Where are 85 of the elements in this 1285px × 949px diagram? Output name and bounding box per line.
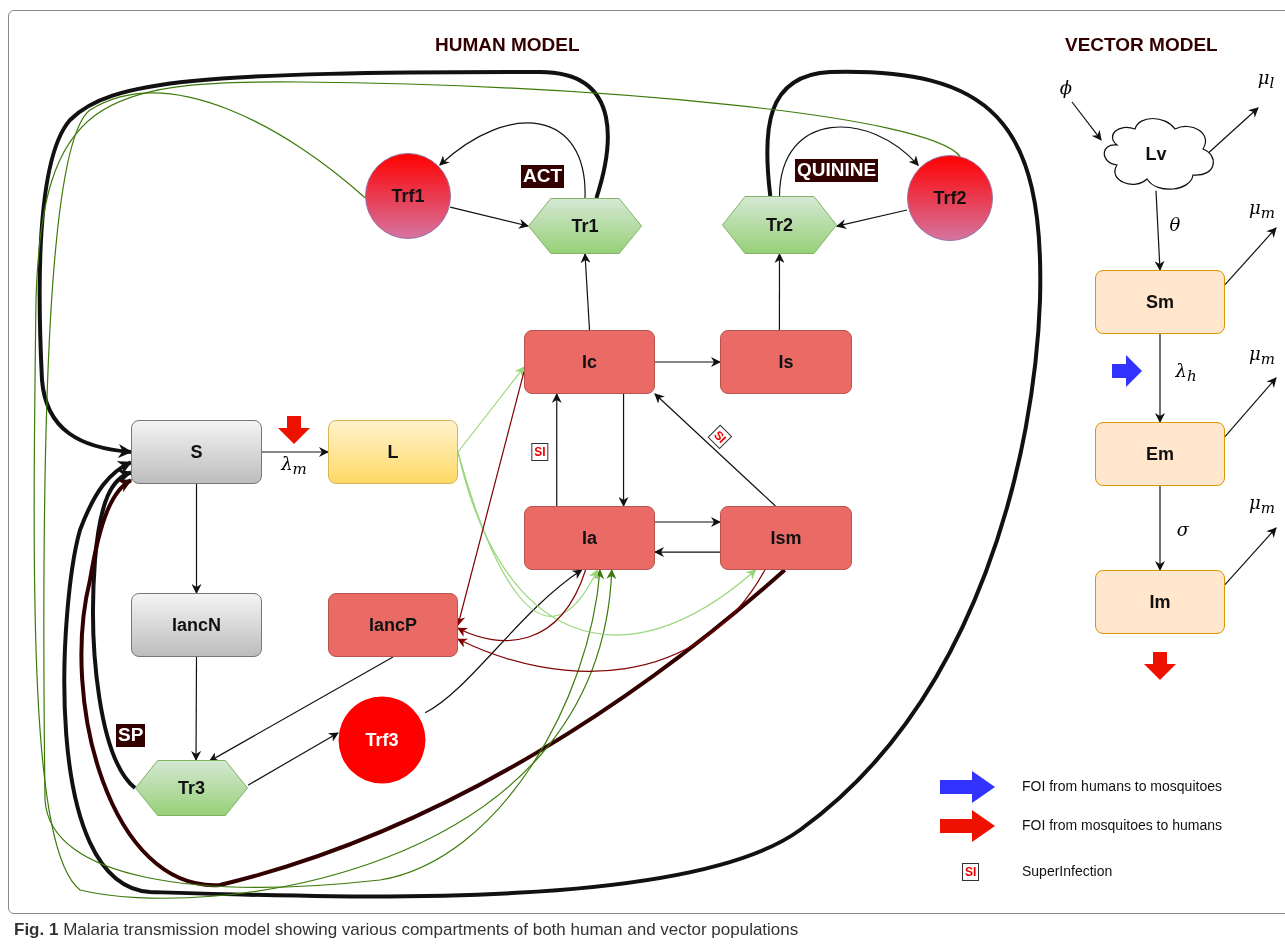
compartment-label: Tr3: [178, 777, 205, 799]
compartment-label: Im: [1149, 591, 1171, 613]
arrow: [43, 92, 604, 888]
arrow: [654, 357, 721, 367]
arrow: [457, 366, 525, 453]
drug-tag: SP: [116, 724, 146, 747]
arrow: [91, 470, 137, 790]
compartment-label: Em: [1146, 443, 1174, 465]
treatment-hexagon: [722, 196, 837, 254]
treatment-failure-circle: [907, 155, 993, 241]
arrow: [37, 70, 610, 458]
compartment-label: Trf2: [933, 187, 967, 209]
arrow: [191, 483, 202, 594]
arrow: [424, 569, 583, 714]
arrow: [1206, 107, 1259, 155]
direction-arrow: [278, 416, 310, 444]
compartment-box: [1095, 570, 1225, 634]
edge-label: ϕ: [1058, 79, 1074, 97]
treatment-failure-circle: [365, 153, 451, 239]
arrow: [1154, 190, 1165, 271]
arrow: [654, 393, 777, 507]
arrow: [1155, 333, 1165, 423]
arrow: [439, 122, 586, 199]
compartment-box: [1095, 422, 1225, 486]
arrow: [457, 569, 766, 672]
drug-tag: QUININE: [795, 159, 879, 182]
compartment-box: [131, 420, 262, 484]
arrow: [1224, 377, 1277, 438]
compartment-box: [328, 593, 458, 657]
arrow: [836, 209, 908, 229]
compartment-box: [720, 506, 852, 570]
compartment-box: [524, 330, 655, 394]
arrow: [457, 451, 757, 636]
arrow: [208, 656, 394, 762]
compartment-box: [524, 506, 655, 570]
arrow: [654, 547, 721, 558]
compartment-box: [131, 593, 262, 657]
arrow: [191, 656, 202, 761]
treatment-failure-circle: [338, 696, 426, 784]
compartment-label: Trf3: [365, 729, 399, 751]
arrow: [618, 393, 629, 507]
arrow: [247, 732, 339, 786]
compartment-label: Sm: [1146, 291, 1174, 313]
compartment-box: [1095, 270, 1225, 334]
compartment-label: Tr1: [571, 215, 599, 237]
compartment-label: IancN: [172, 614, 221, 636]
arrow: [774, 253, 785, 331]
compartment-label: IancP: [369, 614, 417, 636]
section-heading: HUMAN MODEL: [435, 34, 580, 56]
arrow: [1224, 227, 1277, 286]
legend-label: FOI from humans to mosquitoes: [1022, 778, 1222, 794]
compartment-label: Tr2: [766, 214, 793, 236]
compartment-box: [328, 420, 458, 484]
arrow: [654, 517, 721, 527]
direction-arrow: [1112, 355, 1142, 387]
section-heading: VECTOR MODEL: [1065, 34, 1218, 56]
compartment-label: L: [387, 441, 399, 463]
compartment-label: Trf1: [391, 185, 425, 207]
compartment-box: [720, 330, 852, 394]
compartment-label: S: [190, 441, 203, 463]
compartment-label: Ia: [582, 527, 597, 549]
treatment-hexagon: [135, 760, 248, 816]
arrow: [1155, 485, 1165, 571]
legend-label: FOI from mosquitoes to humans: [1022, 817, 1222, 833]
compartment-label: Ism: [770, 527, 802, 549]
arrow: [1224, 527, 1277, 586]
edge-label: θ: [1168, 216, 1182, 234]
drug-tag: ACT: [521, 165, 565, 188]
compartment-label: Lv: [1145, 143, 1167, 165]
superinfection-tag: SI: [707, 424, 733, 450]
superinfection-tag: SI: [962, 863, 980, 881]
compartment-label: Ic: [582, 351, 597, 373]
superinfection-tag: SI: [531, 443, 549, 461]
legend-label: SuperInfection: [1022, 863, 1113, 879]
treatment-hexagon: [528, 198, 642, 254]
arrow: [449, 206, 529, 229]
arrow: [778, 126, 919, 197]
arrow: [580, 253, 591, 331]
arrow: [1071, 101, 1102, 141]
compartment-label: Is: [778, 351, 794, 373]
arrow: [551, 393, 562, 507]
arrow: [261, 447, 329, 457]
arrow: [457, 569, 587, 642]
figure-caption: Fig. 1 Malaria transmission model showing various compartments of both human and vector populations: [14, 920, 799, 940]
arrow: [79, 478, 786, 887]
